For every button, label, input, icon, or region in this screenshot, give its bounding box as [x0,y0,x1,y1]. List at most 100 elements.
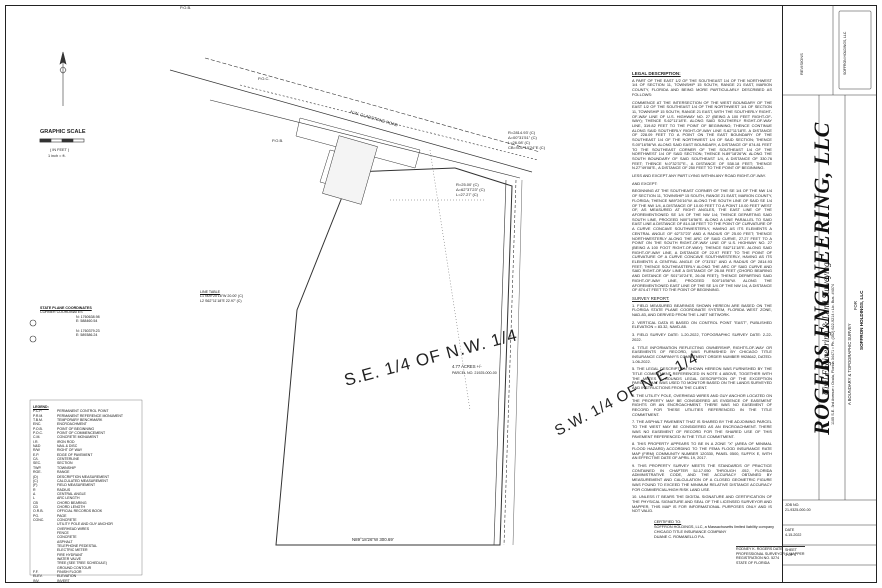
legal-heading: LEGAL DESCRIPTION: [632,71,681,76]
legend-abbrev: E.P. [33,452,40,457]
legend-meaning: PAGE [57,513,67,518]
legend-meaning: RIGHT OF WAY [57,448,83,453]
legend-meaning: CALCULATED MEASUREMENT [57,478,109,483]
legend-row: O.R.B. OFFICIAL RECORDS BOOK [33,509,143,513]
legend-meaning: ELECTRIC METER [57,548,88,553]
survey-note: 6. THE UTILITY POLE, OVERHEAD WIRES AND … [632,392,772,417]
legend-meaning: UTILITY POLE AND GUY ANCHOR [57,522,113,527]
legend-row: P.R.M.PERMANENT REFERENCE MONUMENT [33,414,143,418]
legend-meaning: CHORD LENGTH [57,504,86,509]
certified-party: DUANE C. ROMANELLO P.A. [654,535,705,539]
legend-row: PG. PAGE [33,514,143,518]
legend-abbrev: (C) [33,478,38,483]
legend-row: INV.INVERT [33,579,143,583]
curve-length: L=26.08' (C) [508,140,531,145]
graphic-scale-bar [39,138,85,143]
legend-abbrev: ELEV. [33,574,43,579]
legend-abbrev: CONC. [33,517,45,522]
surveyor-line: PROFESSIONAL SURVEYOR & MAPPER [736,551,805,556]
legend-meaning: EDGE OF PAVEMENT [57,452,93,457]
job-no-label: JOB NO. [785,503,800,507]
seal-text: SOFFRON HOLDINGS, LLC [843,31,847,75]
line-table-row: L1 N09°20'16"W 20.00' (C) [200,294,244,299]
graphic-scale-ratio: 1 inch = ft. [48,154,66,158]
legend-row: TELEPHONE PEDESTAL [33,544,143,548]
legend-meaning: CONCRETE MONUMENT [57,435,99,440]
line-table-title: LINE TABLE [200,290,221,294]
legend-abbrev: RGE. [33,470,42,475]
legend-abbrev: O.R.B. [33,509,44,514]
surveyor-signature-block: RODNEY K. ROGERS DATE PROFESSIONAL SURVE… [736,546,805,565]
legend-abbrev: R [33,487,36,492]
legend-row: (D)DESCRIPTION MEASUREMENT [33,475,143,479]
line-table: LINE TABLE L1 N09°20'16"W 20.00' (C) L2 … [200,290,243,303]
state-plane-coordinates: STATE PLANE COORDINATES CORNER COORDINAT… [40,306,100,337]
legend-abbrev: P.O.C. [33,431,44,436]
title-block-frame [783,5,877,566]
south-bearing: N89°18'26"W 300.69' [352,537,394,542]
legend-abbrev: R/W [33,448,40,453]
coord-n1: N: 1760638.98 [76,314,100,319]
legend-row: I.R.IRON ROD [33,440,143,444]
survey-note: 9. THIS PROPERTY SURVEY MEETS THE STANDA… [632,463,772,492]
legend-row: TWP.TOWNSHIP [33,466,143,470]
legend-row: ASPHALT [33,540,143,544]
survey-notes: 1. FIELD MEASURED BEARINGS SHOWN HEREON … [632,303,772,514]
legend-meaning: TELEPHONE PEDESTAL [57,544,98,548]
legend-row: OVERHEAD WIRES [33,527,143,531]
legend-meaning: POINT OF COMMENCEMENT [57,431,106,436]
legend-meaning: NAIL & DISC [57,444,78,449]
legend-abbrev: I.R. [33,439,39,444]
building-footprint [322,135,378,205]
legend-meaning: CONCRETE [57,517,77,522]
survey-note: 7. THE ASPHALT PAVEMENT THAT IS SHARED B… [632,419,772,439]
legend-row: SEC.SECTION [33,461,143,465]
curve-chord-bearing: CB=S01°10'24"E (C) [508,145,546,150]
legal-para-3: LESS AND EXCEPT ANY PART LYING WITHIN AN… [632,173,766,179]
property-boundary [275,167,513,546]
legal-para-1: A PART OF THE EAST 1/2 OF THE SOUTHEAST … [632,77,772,97]
legend-row: RGE.RANGE [33,470,143,474]
sheet-value: 1 OF 1 [785,552,796,557]
legend-abbrev: INV. [33,578,40,583]
legend-meaning: ARC LENGTH [57,496,80,501]
legend-abbrev: CD [33,504,39,509]
legend-abbrev: ENC. [33,422,42,427]
legend-abbrev: PG. [33,513,40,518]
curve2-length: L=27.27' (C) [456,192,479,197]
coords-header: CORNER COORDINATES [40,310,83,315]
legend-meaning: WATER VALVE [57,557,81,562]
legend-abbrev: P.R.M. [33,413,44,418]
legend-row: WATER VALVE [33,557,143,561]
legend-meaning: PERMANENT CONTROL POINT [57,409,109,414]
legend-abbrev: TWP. [33,465,42,470]
date-label: DATE [785,528,795,532]
survey-note: 10. UNLESS IT BEARS THE DIGITAL SIGNATUR… [632,494,772,514]
legend-meaning: CENTERLINE [57,457,80,462]
legend-meaning: OFFICIAL RECORDS BOOK [57,509,103,514]
legal-para-2: COMMENCE AT THE INTERSECTION OF THE WEST… [632,99,772,171]
graphic-scale-units: ( IN FEET ) [50,148,70,152]
certification: CERTIFIED TO: SOFFRON HOLDINGS, LLC, a M… [654,520,774,540]
certified-heading: CERTIFIED TO: [654,520,682,524]
sheet-label: SHEET [785,548,797,552]
survey-note: 3. FIELD SURVEY DATE: 1-20-2022, TOPOGRA… [632,332,772,342]
legend-meaning: CONCRETE [57,535,77,540]
road-label: N.W. GLADSTONE ROAD [350,109,399,127]
legend-meaning: FINISH FLOOR [57,570,82,575]
legend-row: T.B.M.TEMPORARY BENCHMARK [33,418,143,422]
legal-para-5: BEGINNING AT THE SOUTHEAST CORNER OF THE… [632,188,772,293]
curve-delta: Δ=00°31'51" (C) [508,135,537,140]
coord-e1: E: 588460.54 [76,319,98,324]
pob-label: P.O.B. [272,138,283,143]
quarter-nw-label: S.E. 1/4 OF N.W. 1/4 [342,325,520,390]
legend-meaning: TEMPORARY BENCHMARK [57,418,103,423]
legend-row: P.C.P.PERMANENT CONTROL POINT [33,409,143,413]
legend-row: ELECTRIC METER [33,548,143,552]
